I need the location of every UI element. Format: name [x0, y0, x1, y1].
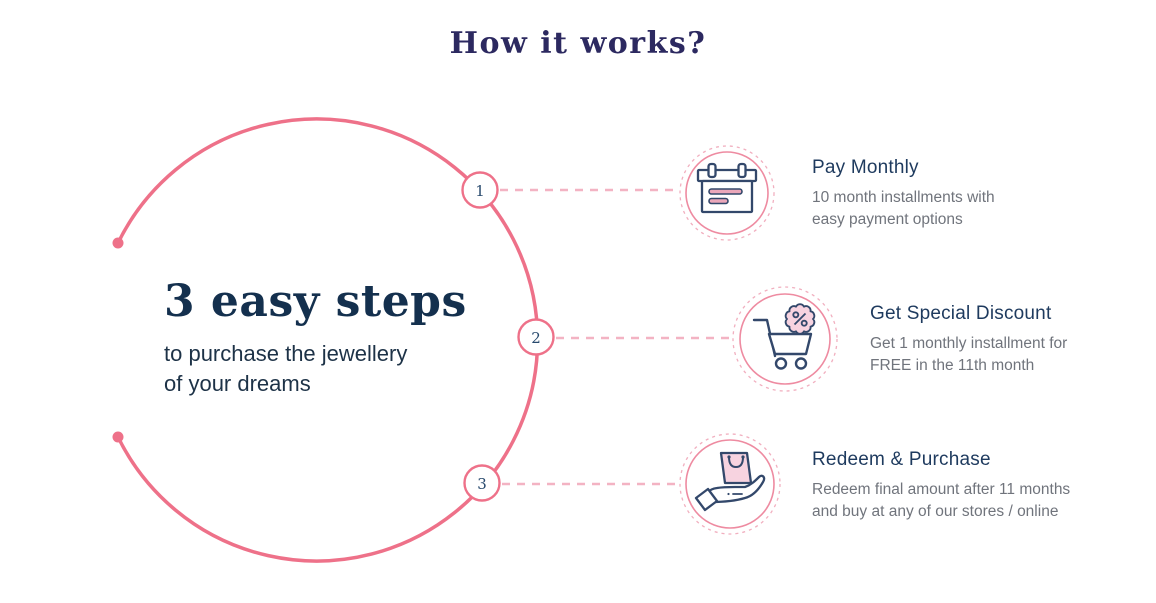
hero-subtitle-line-1: to purchase the jewellery — [164, 341, 408, 366]
cart-discount-icon — [752, 303, 816, 370]
hero-title: 3 easy steps — [164, 276, 467, 327]
step-description: 10 month installments with easy payment … — [812, 187, 995, 231]
step-description-line-2: FREE in the 11th month — [870, 357, 1035, 374]
step-number-2: 2 — [531, 329, 541, 347]
arc-endpoint-dot-bottom — [112, 431, 124, 443]
step-description: Get 1 monthly installment for FREE in th… — [870, 333, 1067, 377]
step-number-badge-2 — [517, 318, 555, 356]
hand-holding-bag-icon — [694, 451, 766, 512]
step-description-line-1: 10 month installments with — [812, 189, 995, 206]
icon-ring-dashed-2 — [732, 286, 838, 392]
step-description-line-1: Get 1 monthly installment for — [870, 335, 1068, 352]
step-item-get-special-discount: Get Special Discount Get 1 monthly insta… — [870, 303, 1067, 377]
step-item-pay-monthly: Pay Monthly 10 month installments with e… — [812, 157, 995, 231]
step-description-line-1: Redeem final amount after 11 months — [812, 481, 1071, 498]
icon-ring-dashed-1 — [679, 145, 775, 241]
step-description-line-2: easy payment options — [812, 211, 963, 228]
step-description-line-2: and buy at any of our stores / online — [812, 503, 1059, 520]
page-title: How it works? — [449, 26, 707, 61]
step-number-badge-3 — [463, 464, 501, 502]
hero-text-block: 3 easy steps to purchase the jewellery o… — [164, 276, 467, 399]
hero-subtitle: to purchase the jewellery of your dreams — [164, 339, 467, 399]
step-description: Redeem final amount after 11 months and … — [812, 479, 1070, 523]
icon-ring-dashed-3 — [679, 433, 781, 535]
step-number-1: 1 — [475, 182, 485, 200]
arc-endpoint-dot-top — [112, 237, 124, 249]
calendar-icon — [696, 162, 758, 214]
step-item-redeem-purchase: Redeem & Purchase Redeem final amount af… — [812, 449, 1070, 523]
step-title: Redeem & Purchase — [812, 449, 991, 470]
step-title: Get Special Discount — [870, 303, 1052, 324]
step-title: Pay Monthly — [812, 157, 919, 178]
step-number-badge-1 — [461, 171, 499, 209]
hero-subtitle-line-2: of your dreams — [164, 371, 311, 396]
step-number-3: 3 — [477, 475, 487, 493]
